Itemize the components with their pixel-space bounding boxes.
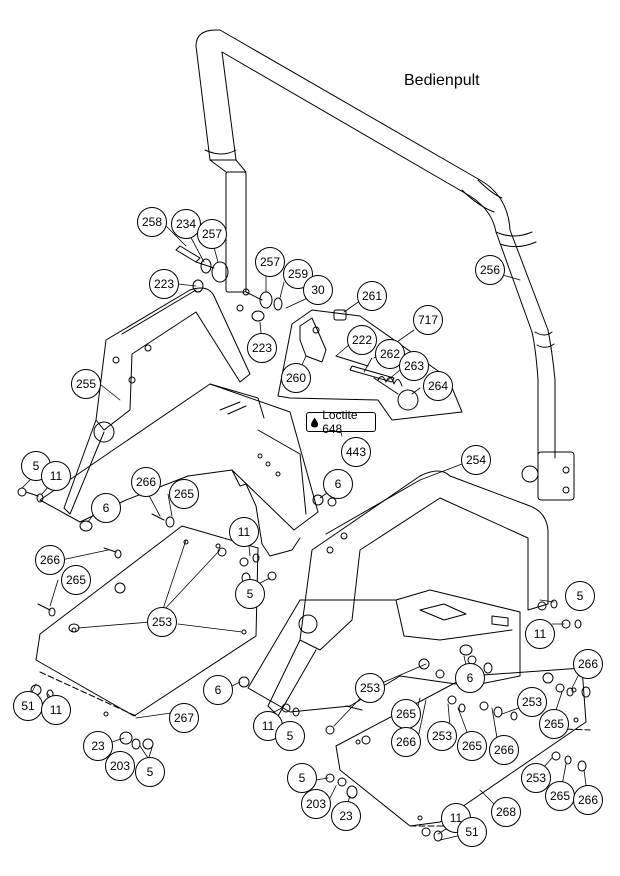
callout-443: 443	[341, 437, 371, 467]
callout-265: 265	[169, 479, 199, 509]
callout-6: 6	[91, 493, 121, 523]
callout-261: 261	[357, 281, 387, 311]
callout-51: 51	[13, 691, 43, 721]
callout-203: 203	[301, 789, 331, 819]
callout-265: 265	[391, 699, 421, 729]
callout-11: 11	[41, 461, 71, 491]
callout-266: 266	[35, 545, 65, 575]
callout-266: 266	[489, 735, 519, 765]
callout-6: 6	[455, 663, 485, 693]
callout-5: 5	[275, 721, 305, 751]
callout-51: 51	[457, 817, 487, 847]
callout-234: 234	[171, 209, 201, 239]
callout-222: 222	[347, 325, 377, 355]
right-console-254	[247, 470, 549, 717]
callout-253: 253	[147, 607, 177, 637]
callout-266: 266	[573, 785, 603, 815]
callout-11: 11	[41, 695, 71, 725]
drop-icon	[311, 417, 319, 427]
callout-5: 5	[21, 451, 51, 481]
callout-253: 253	[427, 721, 457, 751]
callout-717: 717	[413, 305, 443, 335]
callout-266: 266	[391, 727, 421, 757]
detail-717-outline	[277, 309, 463, 421]
callout-30: 30	[303, 275, 333, 305]
callout-203: 203	[105, 751, 135, 781]
callout-253: 253	[355, 673, 385, 703]
left-console-255	[39, 287, 319, 557]
callout-23: 23	[331, 801, 361, 831]
callout-263: 263	[399, 351, 429, 381]
callout-267: 267	[169, 703, 199, 733]
callout-11: 11	[229, 517, 259, 547]
callout-265: 265	[457, 731, 487, 761]
callout-255: 255	[71, 369, 101, 399]
callout-5: 5	[287, 763, 317, 793]
callout-266: 266	[573, 649, 603, 679]
loctite-label: Loctite 648	[306, 408, 376, 436]
callout-5: 5	[565, 581, 595, 611]
callout-223: 223	[247, 333, 277, 363]
callout-5: 5	[235, 579, 265, 609]
callout-264: 264	[423, 371, 453, 401]
callout-260: 260	[281, 363, 311, 393]
callout-265: 265	[61, 565, 91, 595]
callout-257: 257	[255, 247, 285, 277]
callout-6: 6	[323, 469, 353, 499]
callout-265: 265	[539, 709, 569, 739]
callout-254: 254	[461, 445, 491, 475]
callout-5: 5	[135, 757, 165, 787]
callout-257: 257	[197, 219, 227, 249]
callout-266: 266	[131, 467, 161, 497]
fasteners	[17, 487, 591, 842]
loctite-text: Loctite 648	[322, 408, 358, 436]
handlebar-256	[195, 29, 575, 501]
callout-23: 23	[83, 731, 113, 761]
callout-6: 6	[203, 675, 233, 705]
callout-268: 268	[491, 797, 521, 827]
callout-265: 265	[545, 781, 575, 811]
callout-223: 223	[149, 269, 179, 299]
callout-11: 11	[525, 619, 555, 649]
diagram-title: Bedienpult	[404, 72, 480, 89]
callout-253: 253	[517, 687, 547, 717]
callout-256: 256	[475, 255, 505, 285]
callout-258: 258	[137, 207, 167, 237]
